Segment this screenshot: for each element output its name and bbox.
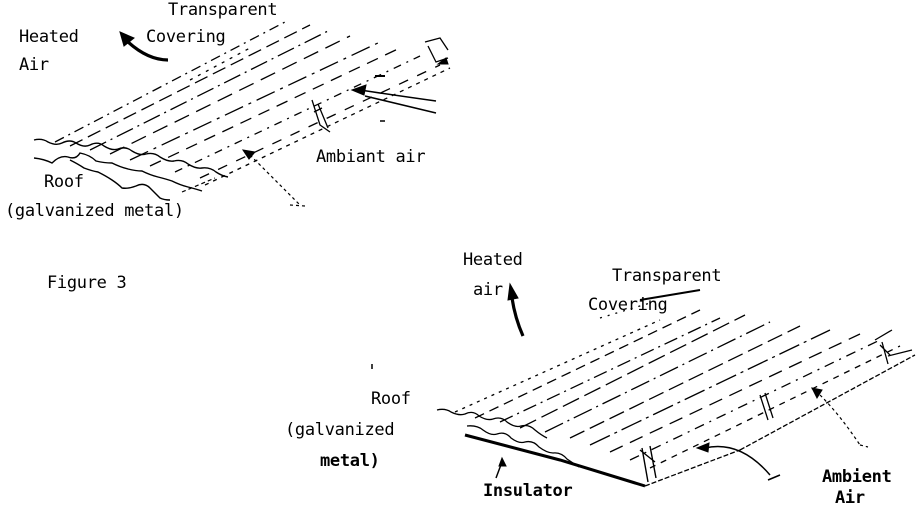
- bottom-heated-air-label-line2: air: [473, 280, 503, 300]
- bottom-roof-corrugation-lower: [466, 425, 580, 468]
- bottom-roof-corrugation-upper: [436, 408, 548, 439]
- airflow-arrow-icon: [249, 154, 306, 207]
- airflow-arrowhead: [811, 387, 823, 400]
- bottom-heated-air-label-line1: Heated: [463, 250, 523, 270]
- bottom-ambient-air-label-line2: Air: [835, 488, 865, 508]
- heated-air-arrow-icon: [126, 40, 169, 62]
- top-transparent-covering-label-line1: Transparent: [168, 0, 278, 20]
- bottom-transparent-covering-label-line2: Covering: [588, 295, 668, 315]
- bottom-roof-label-line3: metal): [320, 451, 380, 471]
- top-roof-corrugation-lower: [69, 159, 171, 201]
- heated-air-arrow-icon: [510, 297, 525, 337]
- bottom-gap-marker-front: [639, 445, 657, 483]
- top-heated-air-label-line2: Air: [19, 55, 49, 75]
- bottom-gap-marker-middle: [759, 392, 774, 421]
- bottom-roof-label-line2: (galvanized: [285, 420, 395, 440]
- heated-air-arrowhead: [119, 31, 135, 47]
- top-gap-marker-far-arrow: [436, 57, 449, 65]
- top-roof-corrugation-upper: [33, 138, 229, 178]
- top-front-edge: [181, 177, 216, 193]
- bottom-roof-label-line1: Roof: [371, 389, 411, 409]
- top-covering-lines: [54, 21, 451, 186]
- bottom-covering-lines: [454, 289, 901, 469]
- insulator-pointer-arrowhead: [498, 456, 507, 467]
- insulator-layer: [464, 433, 646, 488]
- top-heated-air-label-line1: Heated: [19, 27, 79, 47]
- airflow-arrowhead: [241, 149, 256, 160]
- airflow-arrow-icon: [819, 394, 869, 448]
- top-roof-label-line1: Roof: [44, 172, 84, 192]
- top-gap-marker: [311, 99, 331, 133]
- top-roof-label-line2: (galvanized metal): [5, 201, 184, 221]
- heated-air-arrowhead: [507, 282, 519, 301]
- ambient-air-arrow-icon: [704, 445, 781, 481]
- top-collector-drawing: [33, 21, 451, 207]
- bottom-transparent-covering-label-line1: Transparent: [612, 266, 722, 286]
- ambient-air-arrowhead: [695, 442, 710, 453]
- top-gap-marker-far: [424, 37, 449, 63]
- figure-caption: Figure 3: [47, 273, 127, 293]
- bottom-insulator-label: Insulator: [483, 481, 573, 501]
- top-roof-corrugation-middle: [33, 152, 203, 192]
- bottom-collector-drawing: [371, 282, 916, 488]
- ambient-air-arrowhead: [350, 84, 367, 96]
- ambient-air-arrow-icon: [359, 89, 437, 114]
- top-ambient-air-label: Ambiant air: [316, 147, 426, 167]
- top-transparent-covering-label-line2: Covering: [146, 27, 226, 47]
- bottom-ambient-air-label-line1: Ambient: [822, 467, 892, 487]
- bottom-front-edge: [644, 354, 916, 487]
- bottom-gap-marker-far: [874, 329, 913, 365]
